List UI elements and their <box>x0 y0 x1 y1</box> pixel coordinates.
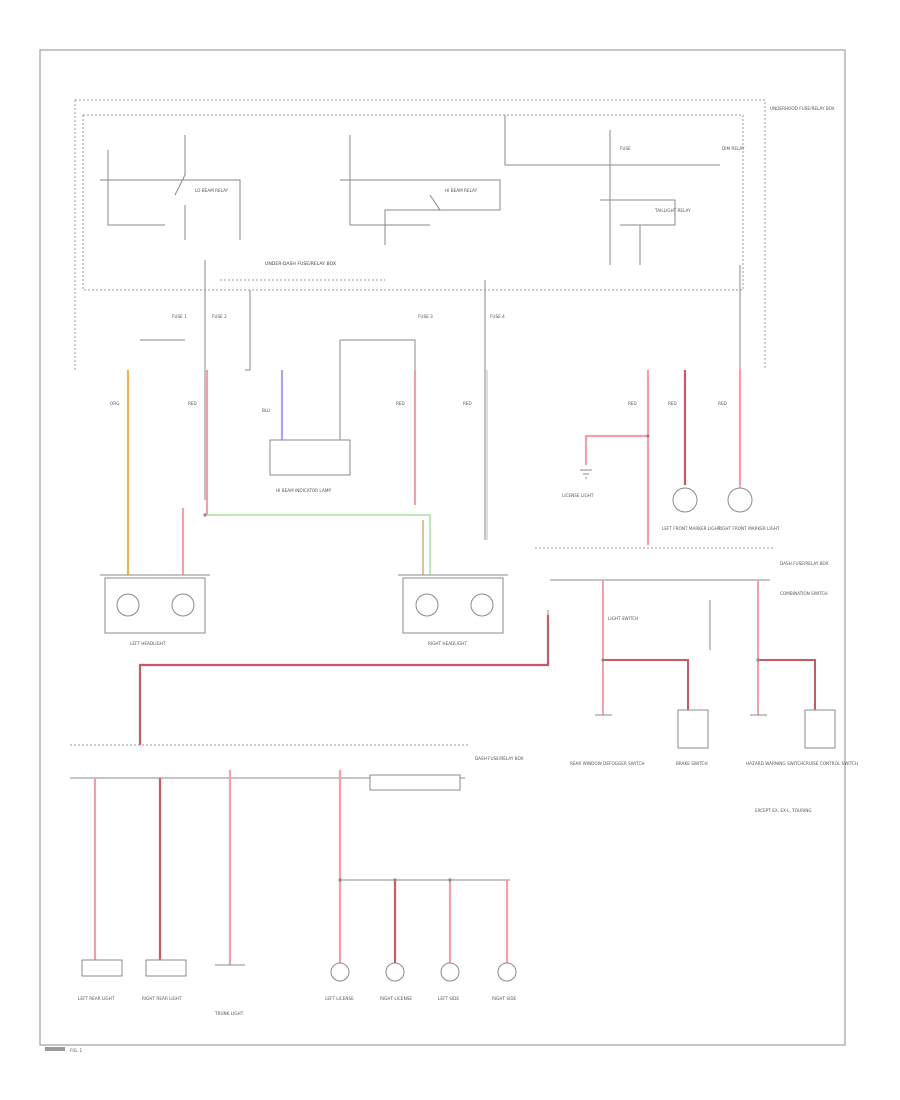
right-headlight-label: RIGHT HEADLIGHT <box>428 641 467 646</box>
front-marker-lights: LEFT FRONT MARKER LIGHT RIGHT FRONT MARK… <box>662 487 780 531</box>
relay-sub-label: FUSE <box>620 146 631 151</box>
footer-label: FIG. 1 <box>70 1048 83 1053</box>
left-rear-label: LEFT REAR LIGHT <box>78 996 115 1001</box>
left-side-label: LEFT SIDE <box>438 996 459 1001</box>
license-light-label: LICENSE LIGHT <box>562 493 594 498</box>
cruise-switch-label: CRUISE CONTROL SWITCH <box>803 761 858 766</box>
light-switch-label: LIGHT SWITCH <box>608 616 638 621</box>
right-headlight: RIGHT HEADLIGHT <box>398 574 508 646</box>
fuse-3-label: FUSE 3 <box>418 314 433 319</box>
note-label: EXCEPT EX, EX-L, TOURING <box>755 808 812 813</box>
relay-2-label: HI BEAM RELAY <box>445 188 478 193</box>
code-red-2: RED <box>396 401 405 406</box>
footer-mark <box>45 1047 65 1051</box>
left-front-marker-label: LEFT FRONT MARKER LIGHT <box>662 526 721 531</box>
rear-lamps: LEFT REAR LIGHT RIGHT REAR LIGHT TRUNK L… <box>78 959 517 1016</box>
fuse-1-label: FUSE 1 <box>172 314 187 319</box>
wires-top <box>126 370 742 575</box>
brake-switch-label: BRAKE SWITCH <box>676 761 708 766</box>
left-headlight-label: LEFT HEADLIGHT <box>130 641 166 646</box>
left-license-label: LEFT LICENSE <box>325 996 354 1001</box>
code-orange: ORG <box>110 401 119 406</box>
red-branch-ground <box>584 434 648 465</box>
underhood-fuse-relay-box: UNDERHOOD FUSE/RELAY BOX DIM RELAY LO BE… <box>74 99 835 370</box>
hazard-switch-label: HAZARD WARNING SWITCH <box>746 761 803 766</box>
right-front-marker-label: RIGHT FRONT MARKER LIGHT <box>718 526 780 531</box>
wire-codes-top: ORG RED BLU RED RED RED RED RED <box>110 401 727 413</box>
left-headlight: LEFT HEADLIGHT <box>100 574 210 646</box>
lower-dash-label: DASH FUSE/RELAY BOX <box>475 756 524 761</box>
trunk-light-label: TRUNK LIGHT <box>214 1011 244 1016</box>
lower-dash-box: DASH FUSE/RELAY BOX <box>70 744 524 791</box>
splice-points <box>203 434 760 882</box>
right-switch-cluster: REAR WINDOW DEFOGGER SWITCH BRAKE SWITCH… <box>570 580 858 813</box>
relay-3-label: TAILLIGHT RELAY <box>654 208 691 213</box>
fuse-taps: FUSE 1 FUSE 2 FUSE 3 FUSE 4 <box>140 260 741 540</box>
code-red-5: RED <box>668 401 677 406</box>
code-red-3: RED <box>463 401 472 406</box>
right-side-label: RIGHT SIDE <box>492 996 517 1001</box>
fuse-2-label: FUSE 2 <box>212 314 227 319</box>
right-rear-label: RIGHT REAR LIGHT <box>142 996 182 1001</box>
hi-beam-label: HI BEAM INDICATOR LAMP <box>276 488 331 493</box>
hi-beam-indicator: HI BEAM INDICATOR LAMP <box>269 439 351 493</box>
diagram-frame <box>39 49 846 1046</box>
code-red-1: RED <box>188 401 197 406</box>
right-license-label: RIGHT LICENSE <box>380 996 412 1001</box>
rear-window-switch-label: REAR WINDOW DEFOGGER SWITCH <box>570 761 645 766</box>
code-red-6: RED <box>718 401 727 406</box>
combination-switch-label: COMBINATION SWITCH <box>780 591 828 596</box>
dash-box-label: DASH FUSE/RELAY BOX <box>780 561 829 566</box>
license-light-ground: LICENSE LIGHT <box>562 469 594 498</box>
code-blu: BLU <box>262 408 270 413</box>
red-trunk-wire <box>138 615 550 745</box>
fuse-4-label: FUSE 4 <box>490 314 505 319</box>
box-title: UNDERHOOD FUSE/RELAY BOX <box>770 106 835 111</box>
dash-junction: DASH FUSE/RELAY BOX LIGHT SWITCH COMBINA… <box>535 547 829 640</box>
wires-bottom <box>93 770 510 965</box>
green-wire <box>207 514 431 575</box>
code-red-4: RED <box>628 401 637 406</box>
underhood-box-label: UNDER-DASH FUSE/RELAY BOX <box>265 261 336 267</box>
box-title-2: DIM RELAY <box>722 146 745 151</box>
relay-1-label: LO BEAM RELAY <box>195 188 229 193</box>
